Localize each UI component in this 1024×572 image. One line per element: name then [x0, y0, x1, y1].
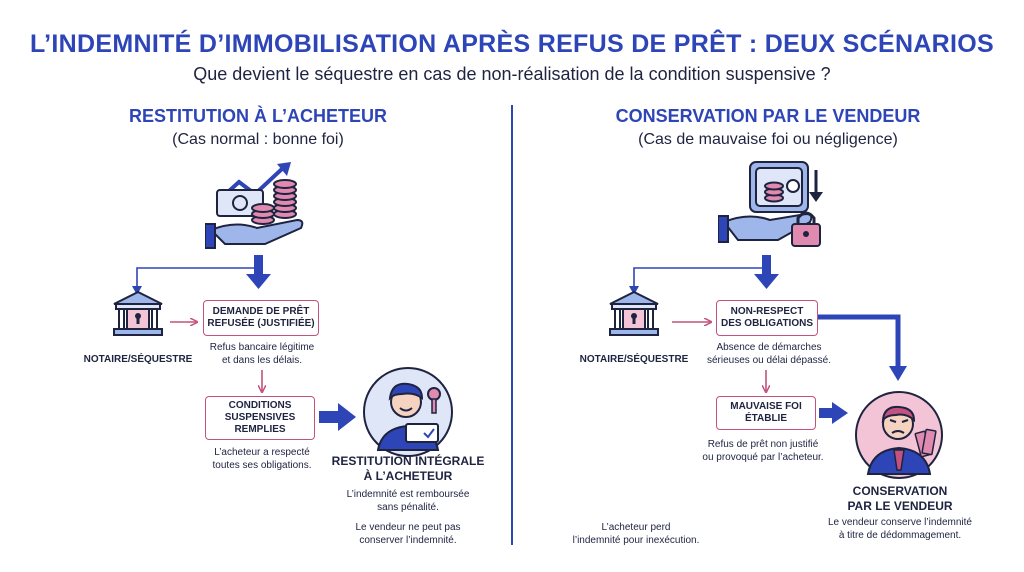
left-box-loan-refused: DEMANDE DE PRÊT REFUSÉE (JUSTIFIÉE): [203, 300, 319, 336]
right-main-arrow-head: [754, 274, 779, 289]
left-outcome-title: RESTITUTION INTÉGRALE À L’ACHETEUR: [331, 454, 485, 483]
right-column-subtitle: (Cas de mauvaise foi ou négligence): [638, 131, 898, 148]
seller-avatar-icon: [855, 391, 943, 479]
right-outcome-note: Le vendeur conserve l’indemnité à titre …: [828, 517, 972, 541]
left-box-conditions-met: CONDITIONS SUSPENSIVES REMPLIES: [205, 396, 315, 440]
left-notary-label: NOTAIRE/SÉQUESTRE: [83, 354, 193, 365]
left-box-conditions-met-note: L’acheteur a respecté toutes ses obligat…: [212, 447, 312, 471]
left-outcome-note-seller: Le vendeur ne peut pas conserver l’indem…: [355, 522, 461, 546]
right-outcome-title: CONSERVATION PAR LE VENDEUR: [847, 484, 953, 513]
right-arrow-box1-to-seller: [818, 314, 901, 369]
right-box-bad-faith-note: Refus de prêt non justifié ou provoqué p…: [702, 439, 824, 463]
right-box-non-compliance-note: Absence de démarches sérieuses ou délai …: [707, 342, 831, 366]
right-box-non-compliance: NON-RESPECT DES OBLIGATIONS: [716, 300, 818, 336]
right-notary-label: NOTAIRE/SÉQUESTRE: [579, 354, 689, 365]
left-outcome-arrow-shaft: [319, 411, 339, 423]
left-box-loan-refused-note: Refus bancaire légitime et dans les déla…: [209, 342, 315, 366]
page-title: L’INDEMNITÉ D’IMMOBILISATION APRÈS REFUS…: [29, 30, 994, 58]
right-buyer-loses-note: L’acheteur perd l’indemnité pour inexécu…: [572, 522, 700, 546]
right-connector-to-notary: [629, 267, 766, 295]
right-arrow-box1-to-seller-head: [889, 366, 907, 381]
bank-icon: [113, 290, 163, 336]
right-box-bad-faith: MAUVAISE FOI ÉTABLIE: [716, 396, 816, 430]
left-main-arrow-head: [246, 274, 271, 289]
right-outcome-arrow-head: [832, 402, 848, 424]
left-outcome-arrow-head: [338, 403, 356, 431]
buyer-avatar-icon: [363, 367, 453, 457]
bank-icon: [609, 290, 659, 336]
hand-safe-lock-icon: [718, 161, 823, 247]
left-main-arrow-shaft: [254, 255, 263, 275]
hand-money-growth-icon: [205, 162, 304, 249]
right-outcome-arrow-shaft: [819, 408, 833, 418]
left-outcome-note-refund: L’indemnité est remboursée sans pénalité…: [346, 489, 470, 513]
left-connector-to-notary: [132, 267, 258, 295]
left-column-title: RESTITUTION À L’ACHETEUR: [128, 106, 387, 126]
column-divider: [511, 105, 513, 545]
right-main-arrow-shaft: [762, 255, 771, 275]
left-column-subtitle: (Cas normal : bonne foi): [172, 131, 344, 148]
right-column-title: CONSERVATION PAR LE VENDEUR: [615, 106, 921, 126]
page-subtitle: Que devient le séquestre en cas de non-r…: [193, 64, 831, 84]
